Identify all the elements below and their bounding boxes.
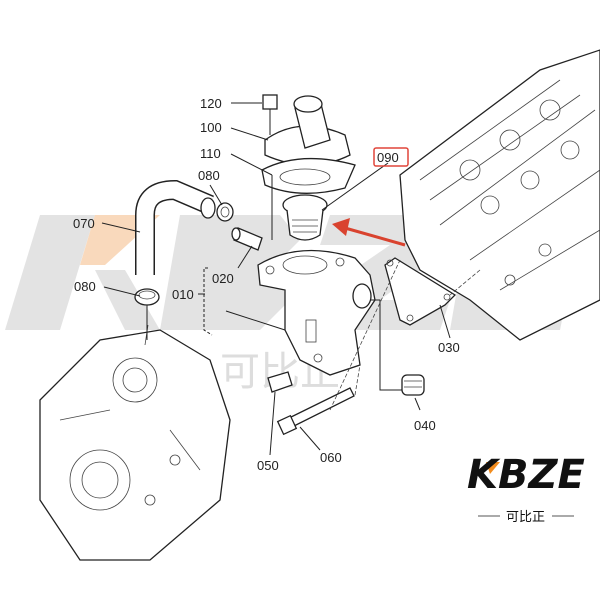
callout-120: 120 [200, 96, 222, 111]
brand-logo: KBZE 可比正 [467, 452, 585, 525]
part-070-hose [135, 179, 216, 275]
callout-060: 060 [320, 450, 342, 465]
part-030-gasket [384, 257, 457, 326]
highlight-box-090 [373, 147, 409, 167]
part-020-pipe [231, 227, 263, 251]
part-060-long-bolt [276, 387, 355, 436]
callout-030: 030 [438, 340, 460, 355]
callout-020: 020 [212, 271, 234, 286]
callout-080-upper: 080 [198, 168, 220, 183]
callout-110: 110 [200, 146, 221, 161]
brand-logo-text: KBZE [467, 452, 585, 498]
callout-100: 100 [200, 120, 222, 135]
part-050-bolt [267, 371, 293, 393]
callout-040: 040 [414, 418, 436, 433]
water-pump [39, 324, 231, 561]
part-110-gasket [261, 157, 356, 194]
highlight-arrow [332, 218, 406, 247]
part-100-water-outlet [264, 95, 351, 166]
callout-090[interactable]: 090 [377, 150, 399, 165]
part-120-bolt [262, 94, 278, 135]
callout-050: 050 [257, 458, 279, 473]
callout-070: 070 [73, 216, 95, 231]
brand-logo-subtitle: 可比正 [506, 510, 545, 525]
part-080-clamp-lower [134, 288, 160, 340]
part-090-thermostat[interactable] [282, 194, 328, 241]
leader-lines [101, 102, 481, 456]
part-080-clamp-upper [216, 202, 234, 222]
callout-080-lower: 080 [74, 279, 96, 294]
part-010-thermostat-housing [257, 249, 376, 376]
cylinder-head [399, 49, 600, 341]
part-040-plug [401, 374, 425, 396]
callout-010: 010 [172, 287, 194, 302]
